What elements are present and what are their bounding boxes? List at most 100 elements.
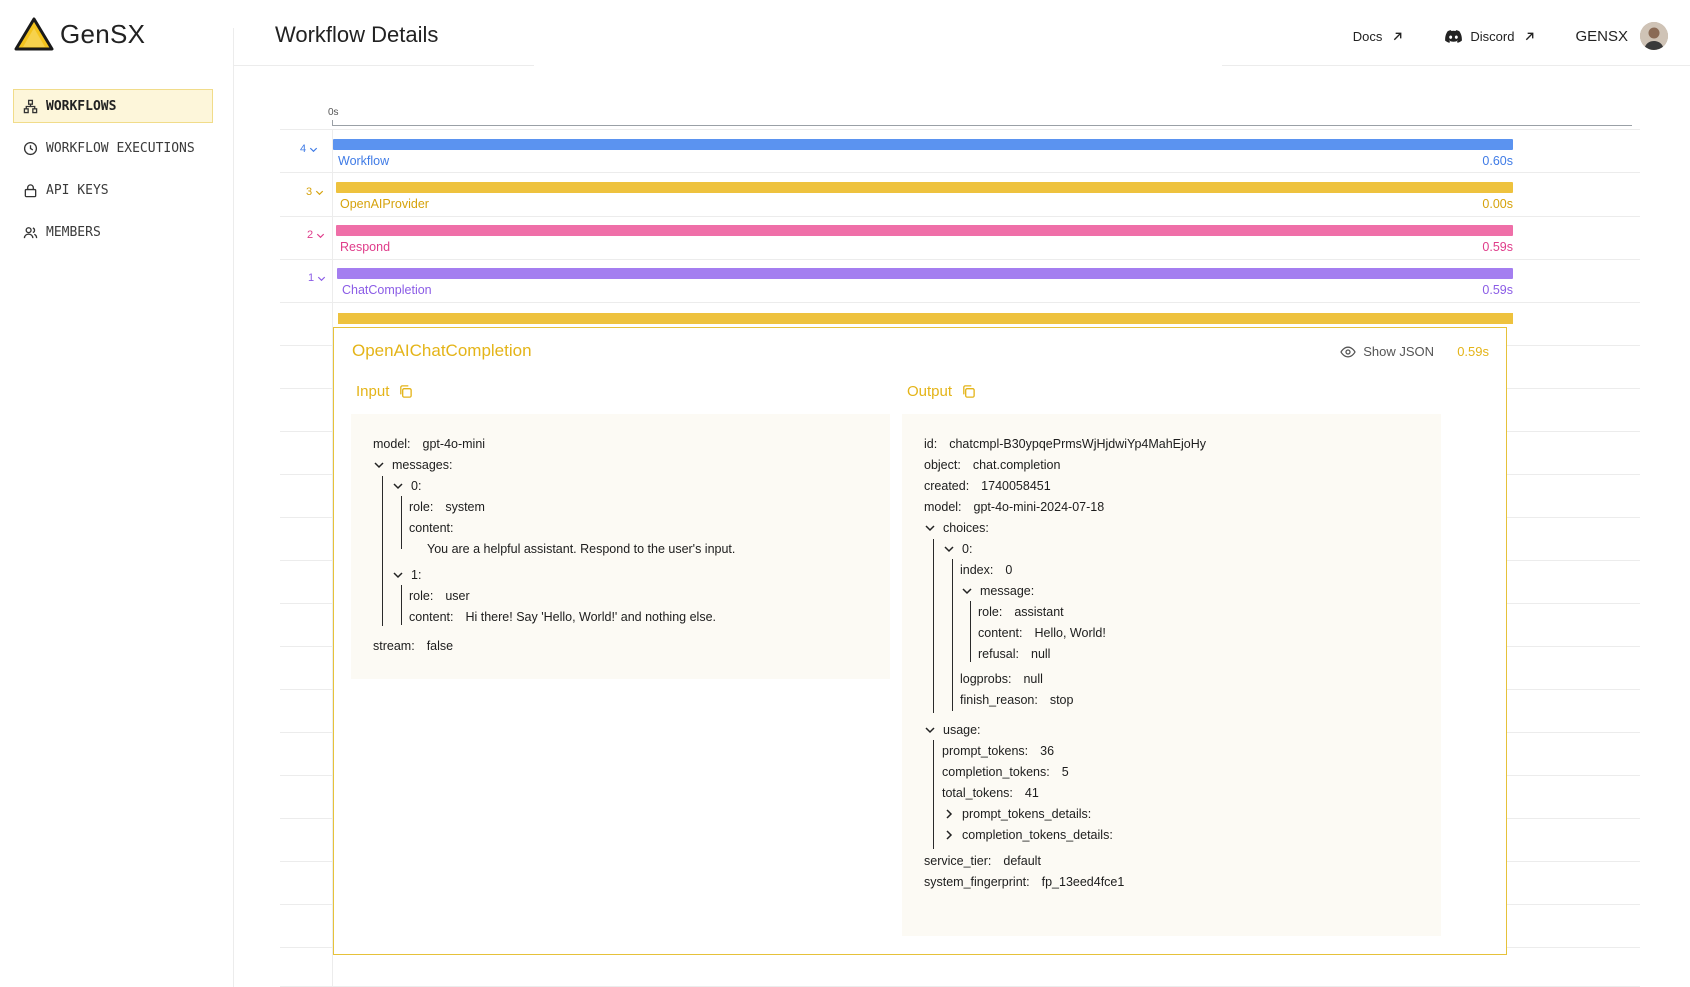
- span-row-respond[interactable]: 2 Respond 0.59s: [280, 225, 1600, 268]
- copy-icon[interactable]: [961, 384, 976, 399]
- json-row: content:Hi there! Say 'Hello, World!' an…: [409, 610, 716, 624]
- chevron-right-icon[interactable]: [943, 808, 955, 820]
- json-row: finish_reason:stop: [960, 693, 1074, 707]
- span-depth[interactable]: 1: [308, 272, 327, 284]
- sidebar: GenSX WORKFLOWS WORKFLOW EXECUTIONS API …: [0, 0, 234, 987]
- json-row[interactable]: 0:: [943, 542, 972, 556]
- axis-label: 0s: [328, 107, 339, 118]
- span-row-workflow[interactable]: 4 Workflow 0.60s: [280, 139, 1600, 182]
- json-row: service_tier:default: [924, 854, 1041, 868]
- header-divider: [1222, 65, 1690, 66]
- sidebar-item-workflow-executions[interactable]: WORKFLOW EXECUTIONS: [13, 131, 213, 165]
- clock-icon: [23, 141, 38, 155]
- input-label: Input: [356, 383, 390, 400]
- span-detail-panel: OpenAIChatCompletion Show JSON 0.59s Inp…: [333, 327, 1507, 955]
- json-row: system_fingerprint:fp_13eed4fce1: [924, 875, 1125, 889]
- json-row: stream:false: [373, 639, 454, 653]
- avatar: [1640, 22, 1668, 50]
- chevron-down-icon[interactable]: [924, 724, 936, 736]
- arrow-up-right-icon: [1526, 32, 1534, 40]
- chevron-down-icon: [315, 190, 324, 195]
- chevron-down-icon[interactable]: [943, 543, 955, 555]
- selected-span-bar[interactable]: [338, 313, 1513, 324]
- span-bar[interactable]: [337, 268, 1513, 279]
- json-row: model:gpt-4o-mini-2024-07-18: [924, 500, 1105, 514]
- output-label: Output: [907, 383, 953, 400]
- sidebar-item-label: WORKFLOW EXECUTIONS: [46, 140, 195, 156]
- span-duration: 0.59s: [1482, 283, 1513, 297]
- span-row-openai-provider[interactable]: 3 OpenAIProvider 0.00s: [280, 182, 1600, 225]
- tree-line: [952, 559, 953, 711]
- show-json-label: Show JSON: [1363, 344, 1434, 359]
- user-name: GENSX: [1575, 27, 1628, 45]
- span-duration: 0.60s: [1482, 154, 1513, 168]
- json-row: index:0: [960, 563, 1013, 577]
- span-duration: 0.59s: [1482, 240, 1513, 254]
- span-name: Workflow: [338, 154, 390, 168]
- json-row[interactable]: prompt_tokens_details:: [943, 807, 1091, 821]
- header-divider: [234, 65, 534, 66]
- json-row[interactable]: usage:: [924, 723, 981, 737]
- sidebar-item-members[interactable]: MEMBERS: [13, 215, 213, 249]
- span-bar[interactable]: [336, 182, 1513, 193]
- chevron-down-icon[interactable]: [924, 522, 936, 534]
- json-row: refusal:null: [978, 647, 1051, 661]
- chevron-right-icon[interactable]: [943, 829, 955, 841]
- span-row-chat-completion[interactable]: 1 ChatCompletion 0.59s: [280, 268, 1600, 311]
- json-row: object:chat.completion: [924, 458, 1061, 472]
- json-row[interactable]: choices:: [924, 521, 989, 535]
- chevron-down-icon[interactable]: [392, 569, 404, 581]
- page-title: Workflow Details: [275, 22, 439, 47]
- discord-icon: [1445, 29, 1463, 43]
- timeline-start-line: [332, 130, 333, 987]
- json-row: You are a helpful assistant. Respond to …: [427, 542, 736, 556]
- span-name: OpenAIProvider: [340, 197, 429, 211]
- json-row[interactable]: completion_tokens_details:: [943, 828, 1113, 842]
- span-duration: 0.00s: [1482, 197, 1513, 211]
- span-depth[interactable]: 3: [306, 186, 325, 198]
- json-row: logprobs:null: [960, 672, 1043, 686]
- docs-link-label: Docs: [1352, 28, 1383, 44]
- span-name: Respond: [340, 240, 391, 254]
- users-icon: [23, 226, 38, 238]
- json-row[interactable]: message:: [961, 584, 1034, 598]
- json-row[interactable]: 1:: [392, 568, 421, 582]
- docs-link[interactable]: Docs: [1353, 29, 1404, 44]
- discord-link[interactable]: Discord: [1445, 29, 1535, 44]
- span-depth-value: 3: [306, 186, 313, 198]
- copy-icon[interactable]: [398, 384, 413, 399]
- span-bar[interactable]: [336, 225, 1513, 236]
- span-depth-value: 1: [308, 272, 315, 284]
- span-depth[interactable]: 2: [307, 229, 326, 241]
- json-row: content:: [409, 521, 454, 535]
- user-menu[interactable]: GENSX: [1575, 22, 1668, 50]
- brand-name: GenSX: [60, 18, 146, 49]
- sidebar-divider: [233, 28, 234, 987]
- brand-logo[interactable]: GenSX: [14, 16, 145, 52]
- chevron-down-icon[interactable]: [392, 480, 404, 492]
- avatar-image-icon: [1640, 22, 1668, 50]
- tree-line: [401, 585, 402, 625]
- sidebar-item-api-keys[interactable]: API KEYS: [13, 173, 213, 207]
- json-row: content:Hello, World!: [978, 626, 1106, 640]
- chevron-down-icon[interactable]: [961, 585, 973, 597]
- json-row[interactable]: 0:: [392, 479, 421, 493]
- discord-link-label: Discord: [1470, 28, 1515, 44]
- span-bar[interactable]: [333, 139, 1513, 150]
- json-row[interactable]: messages:: [373, 458, 452, 472]
- output-json-viewer: id:chatcmpl-B30ypqePrmsWjHjdwiYp4MahEjoH…: [902, 414, 1441, 936]
- span-depth-value: 4: [300, 143, 307, 155]
- lock-icon: [24, 183, 37, 197]
- sidebar-item-workflows[interactable]: WORKFLOWS: [13, 89, 213, 123]
- sidebar-item-label: API KEYS: [46, 182, 109, 198]
- show-json-button[interactable]: Show JSON: [1340, 344, 1434, 359]
- span-depth[interactable]: 4: [300, 143, 319, 155]
- row-divider: [280, 129, 1640, 130]
- output-section-label: Output: [907, 383, 976, 400]
- input-section-label: Input: [356, 383, 413, 400]
- chevron-down-icon: [309, 147, 318, 152]
- chevron-down-icon[interactable]: [373, 459, 385, 471]
- tree-line: [933, 740, 934, 849]
- json-row: id:chatcmpl-B30ypqePrmsWjHjdwiYp4MahEjoH…: [924, 437, 1207, 451]
- row-divider: [280, 259, 1640, 260]
